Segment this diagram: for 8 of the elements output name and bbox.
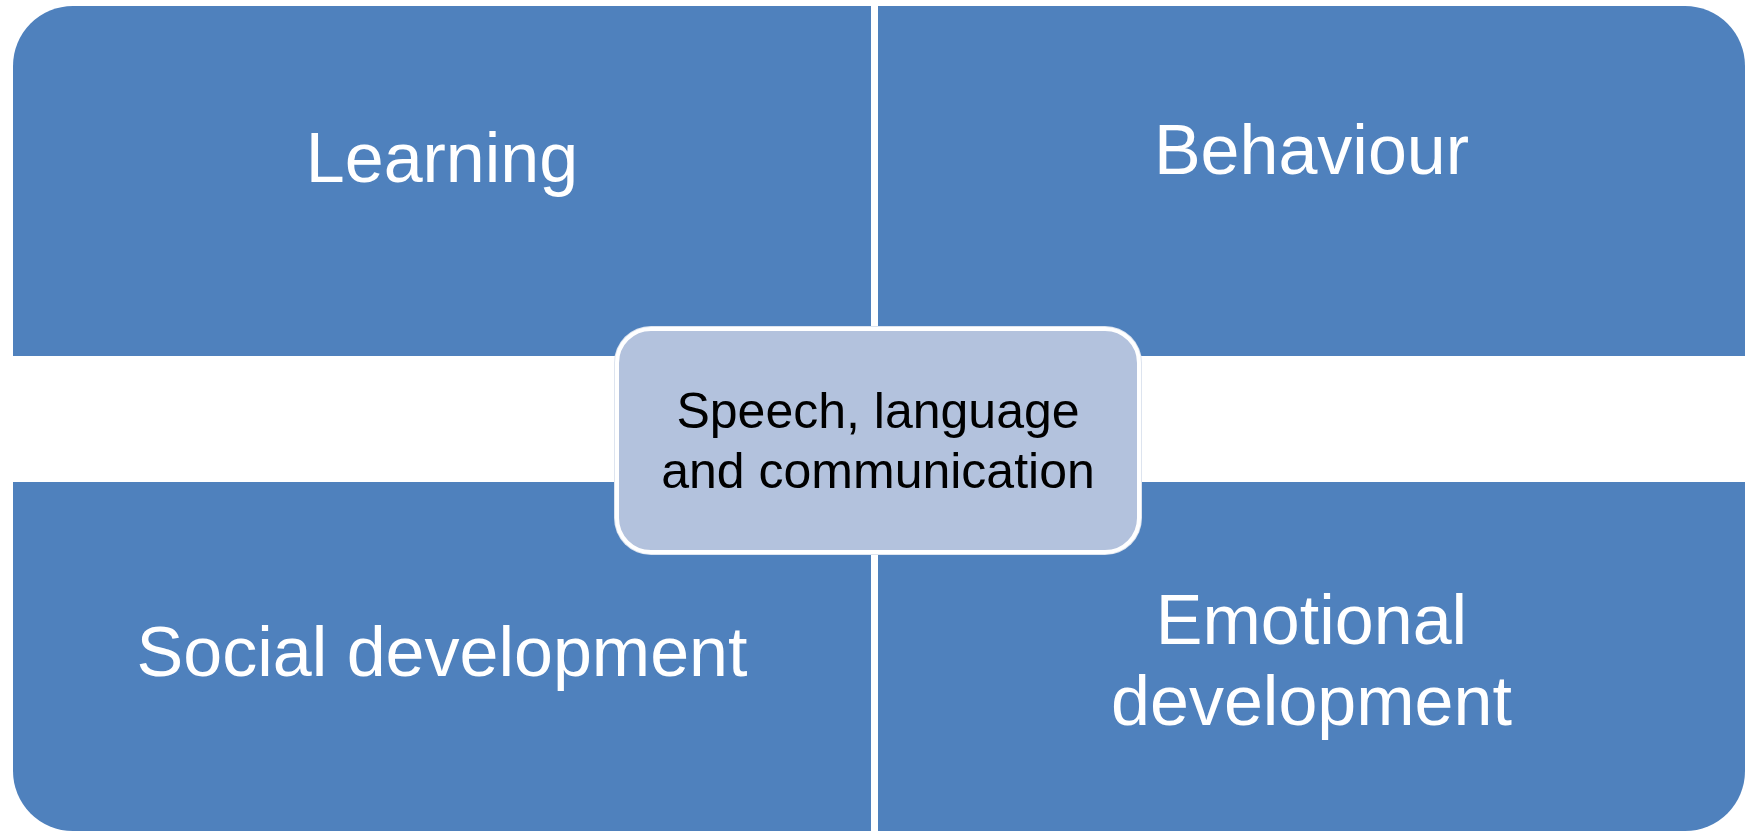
- node-label: Social development: [136, 612, 748, 693]
- node-label: Speech, language and communication: [660, 381, 1096, 501]
- central-box: [615, 327, 1141, 554]
- node-label: Behaviour: [1153, 110, 1470, 191]
- node-label: Emotional development: [1110, 580, 1513, 741]
- category-box: [13, 6, 871, 356]
- category-box: [878, 6, 1745, 356]
- node-label: Learning: [305, 118, 579, 199]
